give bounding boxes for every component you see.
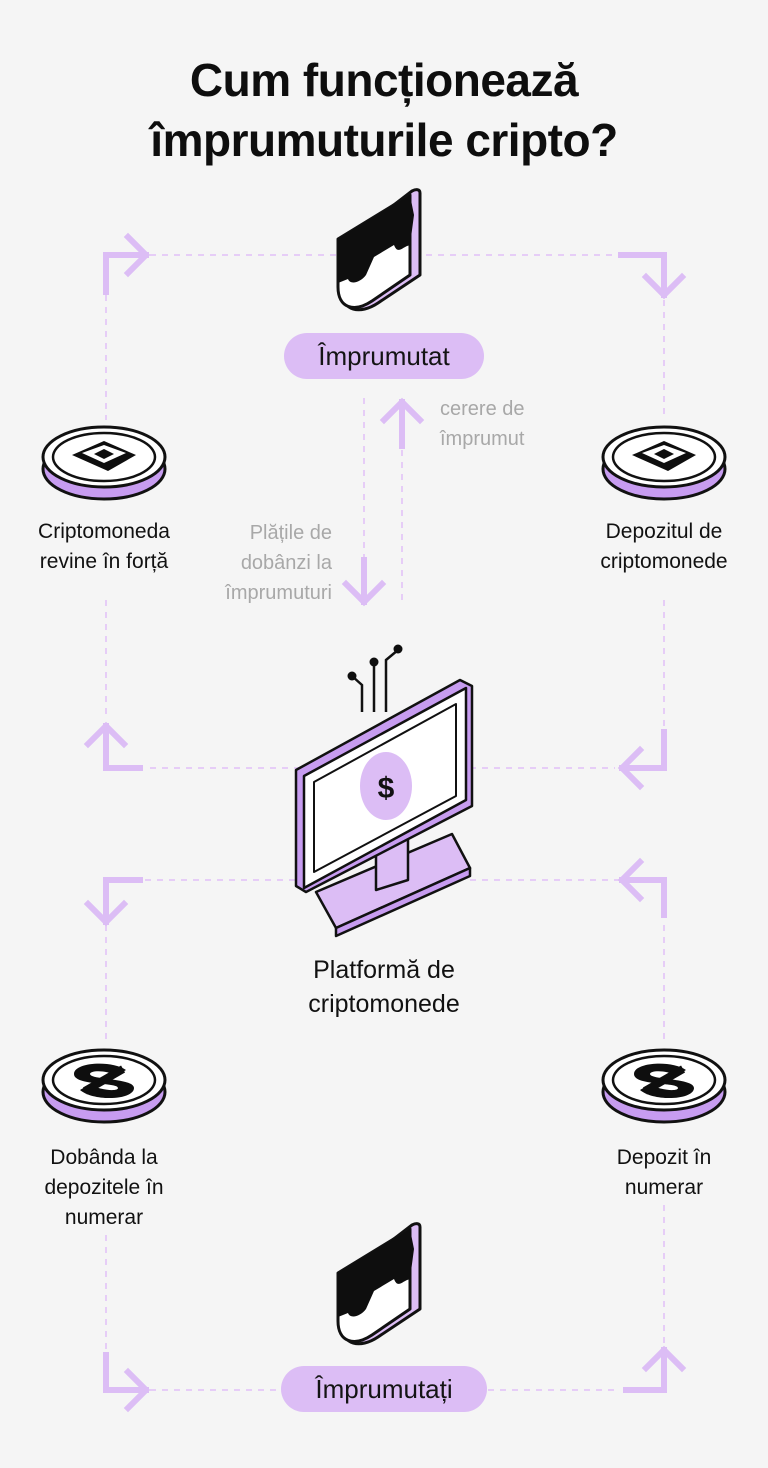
- arrow-loan-request-up: [379, 397, 425, 449]
- person-icon-bottom: [336, 1222, 422, 1346]
- arrow-mid-left-up: [83, 721, 143, 771]
- ethereum-coin-icon: [41, 425, 167, 501]
- loan-request-note: cerere de împrumut: [440, 398, 525, 450]
- dashed-flow-lines: [105, 254, 665, 1391]
- crypto-returned-label: Criptomoneda revine în forță: [38, 520, 170, 573]
- person-icon-top: [336, 188, 422, 312]
- flow-arrows: [83, 232, 687, 1413]
- title-line-2: împrumuturile cripto?: [150, 114, 618, 166]
- page-title: Cum funcționează împrumuturile cripto?: [0, 50, 768, 170]
- arrow-bottom-left-corner: [103, 1352, 151, 1413]
- dollar-symbol: $: [378, 772, 395, 805]
- arrow-mid-right-in: [617, 729, 667, 791]
- arrow-top-left-corner: [103, 232, 151, 295]
- arrow-bottom-right-corner: [623, 1345, 687, 1393]
- borrower-pill: Împrumutat: [284, 333, 484, 379]
- cash-deposit-label: Depozit în numerar: [616, 1146, 712, 1199]
- arrow-lower-right-in: [617, 857, 667, 918]
- arrow-top-right-corner: [618, 252, 687, 300]
- arrow-lower-left-down: [83, 877, 143, 927]
- title-line-1: Cum funcționează: [189, 54, 579, 106]
- computer-monitor-icon: $: [294, 644, 474, 938]
- cash-interest-label: Dobânda la depozitele în numerar: [44, 1146, 164, 1229]
- interest-payments-note: Plățile de dobânzi la împrumuturi: [225, 522, 332, 604]
- ethereum-coin-icon: [601, 425, 727, 501]
- dollar-coin-icon: [601, 1048, 727, 1124]
- crypto-deposit-label: Depozitul de criptomonede: [600, 520, 728, 573]
- dollar-coin-icon: [41, 1048, 167, 1124]
- arrow-interest-down: [341, 557, 387, 607]
- lenders-pill: Împrumutați: [281, 1366, 487, 1412]
- platform-label: Platformă de criptomonede: [308, 956, 460, 1018]
